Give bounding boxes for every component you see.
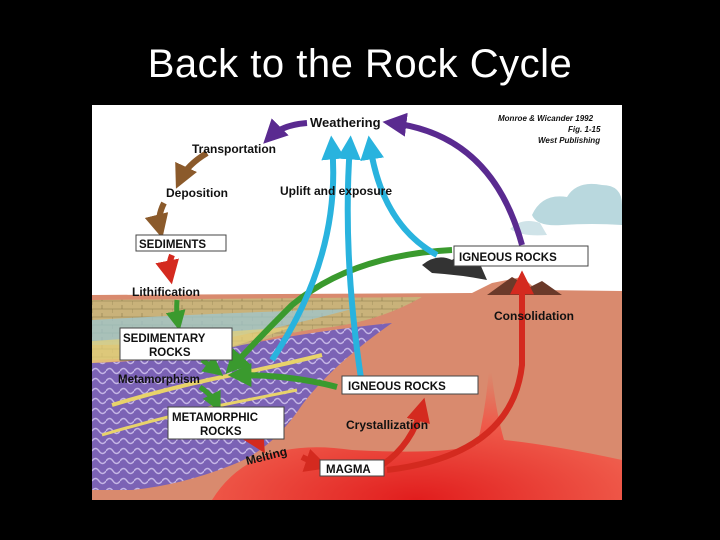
label-metamorphic-rocks-1: METAMORPHIC [172,412,258,424]
arrow-lithification-to-sedimentary [165,299,186,331]
label-magma: MAGMA [326,464,371,476]
credit-line-1: Monroe & Wicander 1992 [498,114,594,123]
label-metamorphism: Metamorphism [118,374,200,386]
arrow-weathering-to-transportation [263,118,308,144]
diagram-labels: Weathering Transportation Deposition Upl… [118,114,601,477]
label-igneous-rocks-extrusive: IGNEOUS ROCKS [459,252,557,264]
label-deposition: Deposition [166,186,228,200]
cloud [532,183,622,226]
credit-line-2: Fig. 1-15 [568,125,601,134]
arrow-melting-to-magma [300,449,330,472]
box-igneous-rocks-extrusive [453,245,589,267]
arrow-uplift-3 [360,135,439,258]
box-metamorphic-rocks [167,406,285,440]
rock-cycle-diagram: Weathering Transportation Deposition Upl… [92,105,622,500]
arrow-intrusive-to-metamorphism [227,363,338,390]
cycle-arrows [144,112,534,473]
label-sediments: SEDIMENTS [139,239,206,251]
credit-line-3: West Publishing [538,136,600,145]
arrow-magma-to-crystallization [380,397,430,468]
box-magma [319,459,385,477]
slide-title: Back to the Rock Cycle [147,42,573,86]
arrow-deposition-to-sediments [144,201,169,239]
arrow-igneous-to-weathering [382,112,525,246]
arrow-magma-to-igneous-extrusive [386,270,534,473]
label-igneous-rocks-intrusive: IGNEOUS ROCKS [348,381,446,393]
box-sediments [135,234,227,252]
box-igneous-rocks-intrusive [341,375,479,395]
arrow-transportation-to-deposition [175,150,209,189]
label-crystallization: Crystallization [346,418,428,432]
label-sedimentary-rocks-2: ROCKS [149,347,191,359]
arrow-igneous-to-metamorphism [225,247,453,375]
arrow-sediments-to-lithification [155,253,179,285]
label-lithification: Lithification [132,285,200,299]
arrow-uplift-2 [336,135,365,386]
box-sedimentary-rocks [119,327,233,361]
label-weathering: Weathering [310,115,381,130]
label-metamorphic-rocks-2: ROCKS [200,426,242,438]
arrow-sedimentary-to-metamorphism [200,355,224,376]
arrow-metamorphism-to-metamorphic [198,384,221,413]
label-transportation: Transportation [192,142,276,156]
arrow-uplift-1 [269,135,346,362]
label-consolidation: Consolidation [494,309,574,323]
label-sedimentary-rocks-1: SEDIMENTARY [123,333,206,345]
label-uplift: Uplift and exposure [280,184,392,198]
